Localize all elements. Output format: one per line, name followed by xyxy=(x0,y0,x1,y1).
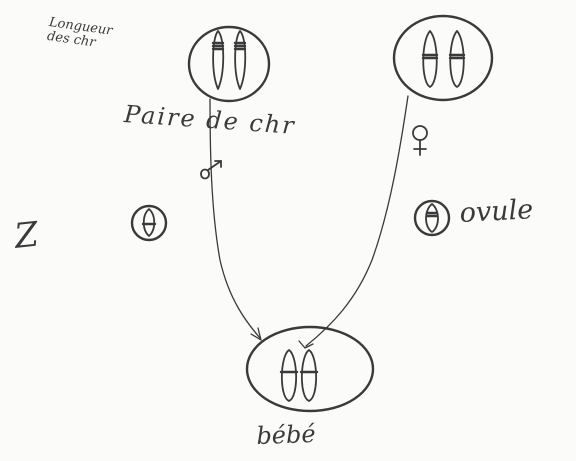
baby-cell xyxy=(245,325,375,413)
father-chromosome-right xyxy=(233,30,247,90)
baby-chromosome-left xyxy=(279,349,299,402)
ovum-cell xyxy=(413,199,451,237)
father-cell xyxy=(187,25,271,103)
ovule-label: ovule xyxy=(458,194,534,229)
baby-chromosome-right xyxy=(299,349,319,402)
baby-label: bébé xyxy=(255,419,317,450)
mother-chromosome-right xyxy=(448,30,466,88)
sperm-cell xyxy=(130,204,168,242)
mother-to-baby-arrow xyxy=(298,95,409,349)
male-icon xyxy=(200,160,222,180)
father-to-baby-arrow xyxy=(209,98,262,341)
mother-chromosome-left xyxy=(421,30,439,88)
margin-mark: Z xyxy=(12,214,41,257)
mother-cell xyxy=(392,14,494,102)
father-chromosome-left xyxy=(211,30,225,90)
female-icon xyxy=(412,125,428,156)
